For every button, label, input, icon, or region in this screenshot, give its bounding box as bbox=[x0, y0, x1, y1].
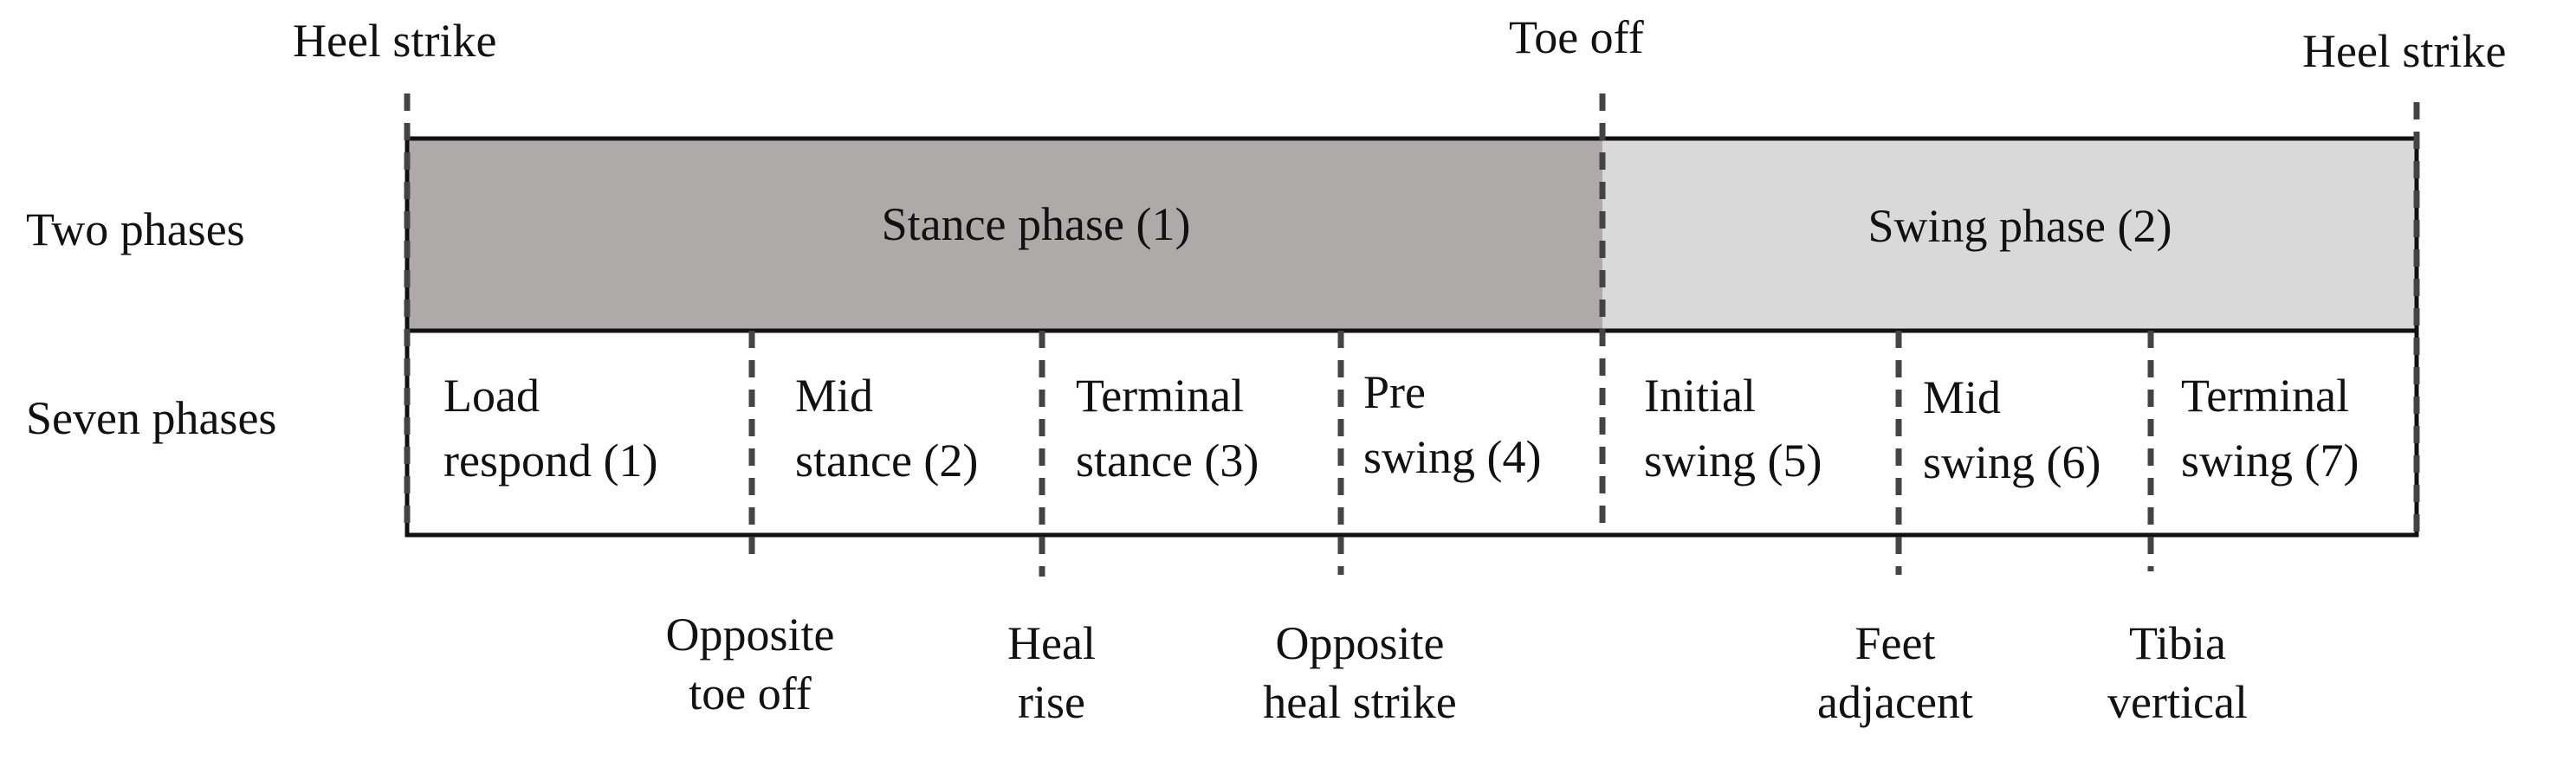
phase-pre-swing: Pre swing (4) bbox=[1363, 360, 1541, 489]
tibia-vertical-line1: Tibia bbox=[2128, 617, 2227, 669]
swing-phase-bar bbox=[1602, 139, 2417, 331]
seven-phases-row-label: Seven phases bbox=[26, 392, 277, 444]
stance-phase-label: Stance phase (1) bbox=[881, 198, 1191, 250]
opposite-heal-strike-line2: heal strike bbox=[1263, 675, 1457, 728]
phase-7-line1: Terminal bbox=[2181, 370, 2350, 422]
tibia-vertical-label: Tibia vertical bbox=[2107, 615, 2248, 732]
phase-3-line1: Terminal bbox=[1076, 370, 1245, 422]
phase-terminal-stance: Terminal stance (3) bbox=[1076, 364, 1259, 493]
phase-mid-swing: Mid swing (6) bbox=[1923, 365, 2100, 494]
phase-3-line2: stance (3) bbox=[1076, 434, 1259, 487]
opposite-heal-strike-line1: Opposite bbox=[1275, 617, 1445, 669]
opposite-toe-off-line1: Opposite bbox=[665, 609, 835, 661]
phase-5-line1: Initial bbox=[1644, 370, 1756, 422]
phase-6-line2: swing (6) bbox=[1923, 435, 2101, 488]
phase-7-line2: swing (7) bbox=[2181, 434, 2359, 487]
phase-load-respond: Load respond (1) bbox=[443, 364, 657, 493]
feet-adjacent-label: Feet adjacent bbox=[1817, 615, 1973, 732]
phase-2-line1: Mid bbox=[795, 370, 874, 422]
phase-2-line2: stance (2) bbox=[795, 434, 979, 487]
stance-phase-bar bbox=[407, 139, 1602, 331]
phase-1-line1: Load bbox=[443, 370, 540, 422]
heal-rise-label: Heal rise bbox=[1007, 615, 1096, 732]
phase-1-line2: respond (1) bbox=[443, 434, 658, 487]
toe-off-label: Toe off bbox=[1509, 11, 1644, 63]
phase-initial-swing: Initial swing (5) bbox=[1644, 364, 1822, 493]
heel-strike-start-label: Heel strike bbox=[293, 15, 497, 67]
heel-strike-end-label: Heel strike bbox=[2302, 25, 2507, 77]
opposite-toe-off-label: Opposite toe off bbox=[666, 606, 835, 723]
phase-5-line2: swing (5) bbox=[1644, 434, 1822, 487]
phase-4-line2: swing (4) bbox=[1363, 430, 1542, 483]
feet-adjacent-line1: Feet bbox=[1854, 617, 1936, 669]
heal-rise-line2: rise bbox=[1018, 675, 1085, 728]
phase-terminal-swing: Terminal swing (7) bbox=[2181, 364, 2359, 493]
feet-adjacent-line2: adjacent bbox=[1817, 675, 1973, 728]
opposite-toe-off-line2: toe off bbox=[689, 667, 812, 719]
opposite-heal-strike-label: Opposite heal strike bbox=[1263, 615, 1456, 732]
phase-mid-stance: Mid stance (2) bbox=[795, 364, 978, 493]
two-phases-row-label: Two phases bbox=[26, 203, 245, 255]
swing-phase-label: Swing phase (2) bbox=[1867, 200, 2172, 252]
tibia-vertical-line2: vertical bbox=[2107, 675, 2248, 728]
phase-6-line1: Mid bbox=[1923, 371, 2002, 423]
phase-4-line1: Pre bbox=[1363, 366, 1426, 418]
heal-rise-line1: Heal bbox=[1007, 617, 1096, 669]
